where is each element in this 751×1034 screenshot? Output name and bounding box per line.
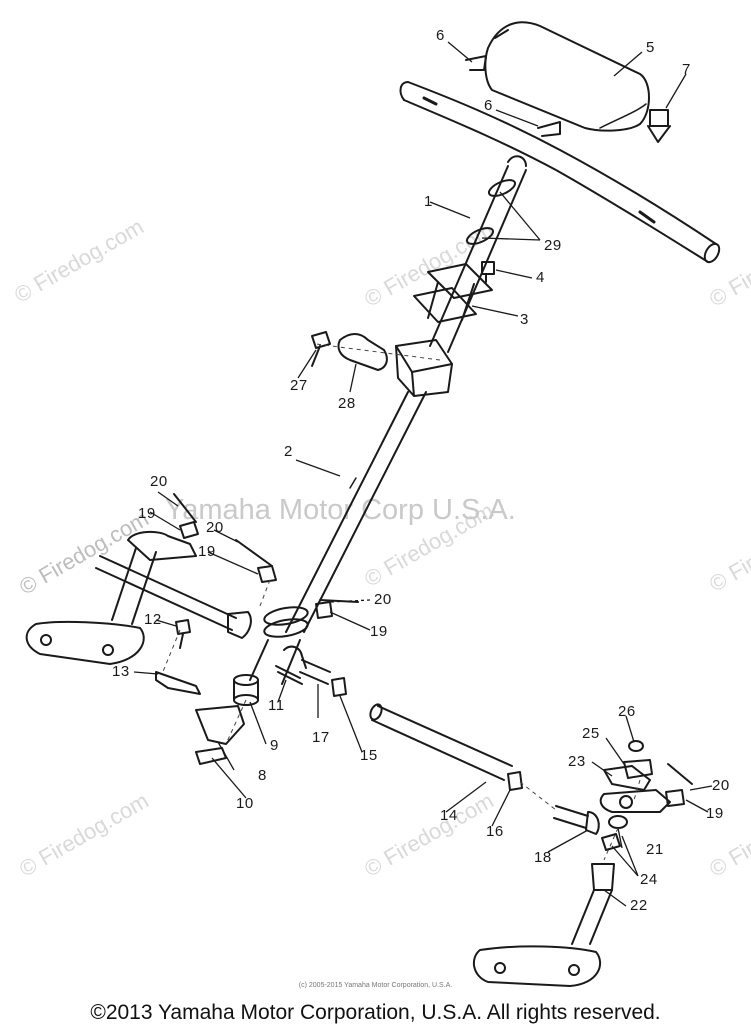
callout-19-left-mid: 19 xyxy=(198,543,216,560)
castle-nut-19b xyxy=(257,565,277,583)
callout-22: 22 xyxy=(630,897,648,914)
bearing-bracket xyxy=(337,333,388,371)
stay-bolt xyxy=(175,619,191,649)
outer-tie-rod-end xyxy=(553,805,600,835)
arm-washer xyxy=(628,740,644,752)
callout-9: 9 xyxy=(270,737,279,754)
callout-16: 16 xyxy=(486,823,504,840)
left-tie-rod xyxy=(95,555,252,639)
callout-5: 5 xyxy=(646,39,655,56)
callout-13: 13 xyxy=(112,663,130,680)
callout-21: 21 xyxy=(646,841,664,858)
handlebar xyxy=(399,81,721,264)
callout-14: 14 xyxy=(440,807,458,824)
lower-washer xyxy=(195,747,227,765)
arm-bracket xyxy=(603,765,651,791)
callout-20-left-top: 20 xyxy=(150,473,168,490)
upper-steering-shaft xyxy=(429,155,527,353)
cotter-pin-20b xyxy=(235,539,273,567)
callout-19-left-top: 19 xyxy=(138,505,156,522)
cotter-pin-20d xyxy=(667,763,693,785)
callout-15: 15 xyxy=(360,747,378,764)
callout-19-center: 19 xyxy=(370,623,388,640)
lower-shaft-bracket xyxy=(249,606,309,685)
arm-spacer xyxy=(601,833,621,851)
lower-steering-shaft xyxy=(285,391,427,633)
callout-26: 26 xyxy=(618,703,636,720)
right-knuckle xyxy=(472,863,615,987)
shaft-bearing-housing xyxy=(395,339,453,397)
castle-nut-19d xyxy=(665,789,685,807)
callout-20-center: 20 xyxy=(374,591,392,608)
copyright-notice: ©2013 Yamaha Motor Corporation, U.S.A. A… xyxy=(90,1001,661,1024)
callout-12: 12 xyxy=(144,611,162,628)
bearing-bolt xyxy=(311,331,331,367)
callout-1: 1 xyxy=(424,193,433,210)
callout-27: 27 xyxy=(290,377,308,394)
small-copyright: (c) 2005-2015 Yamaha Motor Corporation, … xyxy=(298,982,453,989)
handlebar-pad xyxy=(484,21,650,132)
cotter-pin xyxy=(275,665,303,685)
callout-17: 17 xyxy=(312,729,330,746)
callout-4: 4 xyxy=(536,269,545,286)
castle-nut-19a xyxy=(179,521,199,539)
callout-19-right: 19 xyxy=(706,805,724,822)
left-knuckle xyxy=(25,530,197,665)
callout-3: 3 xyxy=(520,311,529,328)
callout-24: 24 xyxy=(640,871,658,888)
callout-25: 25 xyxy=(582,725,600,742)
arm-collar xyxy=(608,815,628,829)
shaft-holder xyxy=(413,263,493,323)
watermark-center-text: Yamaha Motor Corp U.S.A. xyxy=(165,494,516,526)
callout-10: 10 xyxy=(236,795,254,812)
clamp-bolt xyxy=(647,109,671,143)
callout-7: 7 xyxy=(682,61,691,78)
right-tie-rod xyxy=(369,703,513,781)
right-tie-rod-end xyxy=(283,645,331,685)
callout-18: 18 xyxy=(534,849,552,866)
cotter-pin-20a xyxy=(173,493,197,523)
callout-6-upper: 6 xyxy=(436,27,445,44)
lower-bracket xyxy=(195,705,245,745)
pad-clip-upper xyxy=(465,55,487,71)
callout-23: 23 xyxy=(568,753,586,770)
callout-8: 8 xyxy=(258,767,267,784)
shaft-collar xyxy=(233,674,259,706)
callout-2: 2 xyxy=(284,443,293,460)
lock-nut xyxy=(331,677,347,697)
callout-29: 29 xyxy=(544,237,562,254)
callout-20-left-mid: 20 xyxy=(206,519,224,536)
right-steering-arm xyxy=(599,789,671,813)
callout-28: 28 xyxy=(338,395,356,412)
arm-stopper xyxy=(623,759,653,779)
castle-nut-19c xyxy=(315,601,333,619)
callout-11: 11 xyxy=(268,697,285,714)
tie-rod-nut xyxy=(507,771,523,791)
callout-6-lower: 6 xyxy=(484,97,493,114)
callout-20-right: 20 xyxy=(712,777,730,794)
holder-bolt xyxy=(481,261,495,283)
pad-clip-lower xyxy=(537,121,561,137)
stay-plate xyxy=(155,671,201,695)
